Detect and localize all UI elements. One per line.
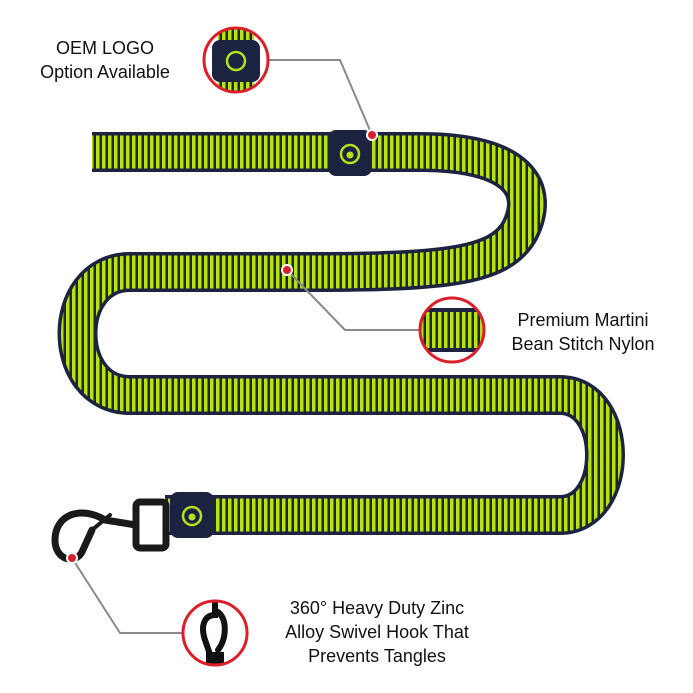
hook-callout-text: 360° Heavy Duty Zinc Alloy Swivel Hook T… [262, 596, 492, 668]
leader-lines [71, 59, 420, 634]
nylon-callout-line-1: Premium Martini [517, 310, 649, 330]
logo-callout-line-1: OEM LOGO [55, 38, 154, 58]
logo-patch-bottom [170, 492, 214, 538]
nylon-callout-text: Premium Martini Bean Stitch Nylon [493, 308, 673, 356]
swivel-hook [51, 498, 170, 563]
callout-hook-detail [181, 599, 249, 667]
nylon-callout-line-2: Bean Stitch Nylon [511, 334, 655, 354]
marker-dots [66, 129, 378, 564]
logo-callout-text: OEM LOGO Option Available [10, 36, 200, 84]
logo-callout-line-2: Option Available [40, 62, 170, 82]
logo-patch-top [328, 130, 372, 176]
hook-callout-line-1: 360° Heavy Duty Zinc [289, 598, 465, 618]
leash-strap [57, 132, 625, 535]
callout-logo-detail [202, 26, 270, 94]
callout-nylon-detail [418, 296, 486, 364]
hook-callout-line-3: Prevents Tangles [308, 646, 446, 666]
hook-callout-line-2: Alloy Swivel Hook That [285, 622, 469, 642]
